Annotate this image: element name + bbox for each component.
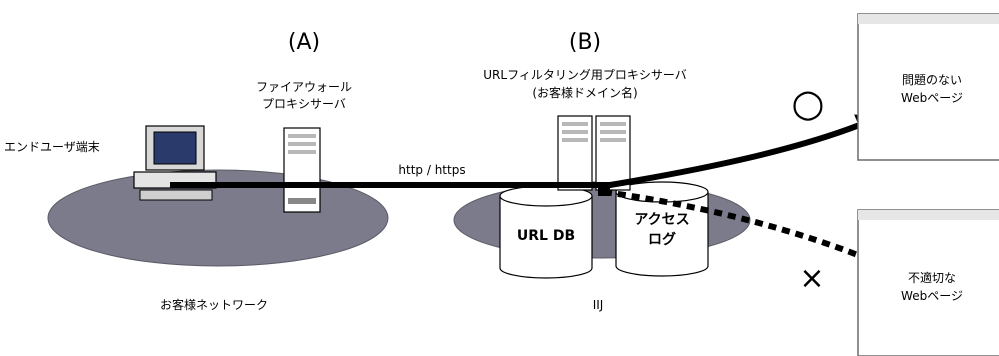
end-user-pc-icon xyxy=(133,125,217,201)
access-log-cylinder xyxy=(615,181,709,277)
allowed-mark: ○ xyxy=(791,81,825,125)
firewall-label-line2: プロキシサーバ xyxy=(262,97,346,111)
good-page-label-line1: 問題のない xyxy=(901,73,963,87)
section-a-label: (A) xyxy=(287,30,321,55)
good-webpage-window xyxy=(857,13,999,161)
iij-label: IIJ xyxy=(592,298,604,312)
http-label: http / https xyxy=(398,163,466,177)
allowed-arrow xyxy=(603,114,881,189)
firewall-server-icon xyxy=(283,127,321,213)
end-user-label: エンドユーザ端末 xyxy=(4,140,100,154)
section-b-label: (B) xyxy=(568,30,602,55)
bad-page-label-line2: Webページ xyxy=(901,289,963,303)
blocked-arrow xyxy=(603,189,889,270)
customer-network-label: お客様ネットワーク xyxy=(159,298,269,312)
good-page-label-line2: Webページ xyxy=(901,91,963,105)
url-filter-server-icon xyxy=(557,115,631,191)
access-log-label-line2: ログ xyxy=(648,232,676,248)
url-filter-label-line2: (お客様ドメイン名) xyxy=(532,86,638,100)
blocked-mark: × xyxy=(799,261,825,296)
url-db-label: URL DB xyxy=(516,228,576,244)
firewall-label-line1: ファイアウォール xyxy=(255,80,353,94)
url-filter-label-line1: URLフィルタリング用プロキシサーバ xyxy=(483,68,687,82)
access-log-label-line1: アクセス xyxy=(634,212,690,228)
bad-page-label-line1: 不適切な xyxy=(907,271,957,285)
bad-webpage-window xyxy=(857,209,999,356)
